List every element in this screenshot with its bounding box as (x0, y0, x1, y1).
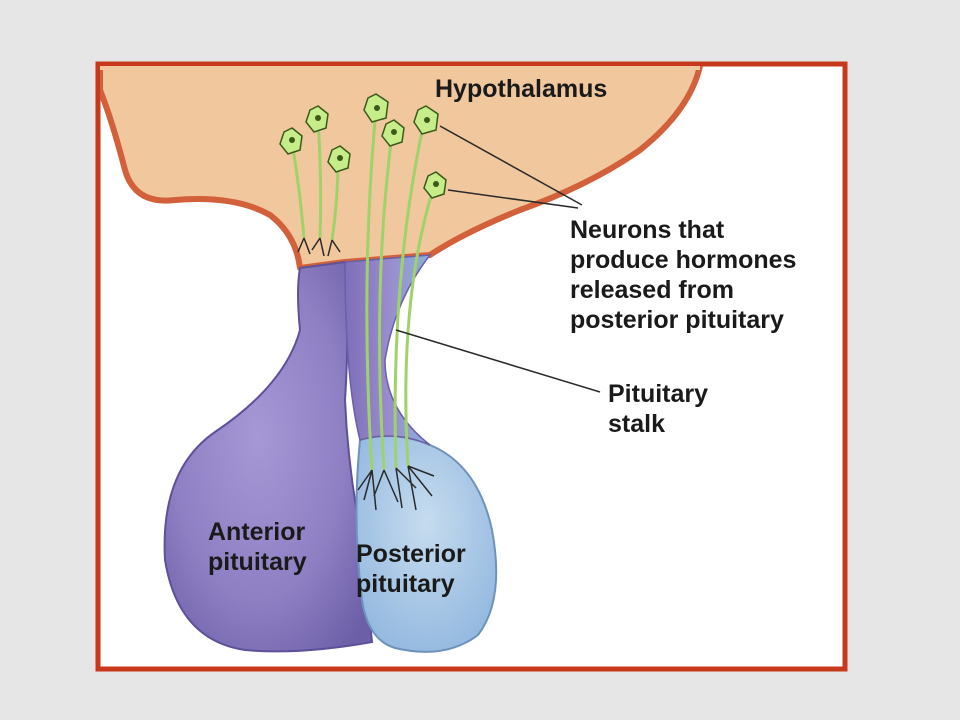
hypothalamus-label: Hypothalamus (435, 75, 607, 103)
posterior-neurons (357, 93, 447, 511)
anterior-neurons (279, 105, 351, 257)
hypothalamus-region (100, 66, 703, 271)
posterior-pituitary-lobe (355, 435, 498, 653)
neurons-leader-line-1 (439, 125, 583, 206)
neurons-leader-line-2 (447, 189, 579, 209)
anterior-pituitary-lobe (163, 260, 374, 653)
leader-lines (395, 125, 601, 393)
pituitary-stalk-label: Pituitary stalk (608, 380, 715, 438)
anterior-pituitary-label: Anterior pituitary (208, 518, 312, 576)
neurons-label: Neurons that produce hormones released f… (570, 216, 803, 334)
posterior-pituitary-label: Posterior pituitary (356, 540, 473, 598)
stalk-leader-line (395, 329, 601, 393)
